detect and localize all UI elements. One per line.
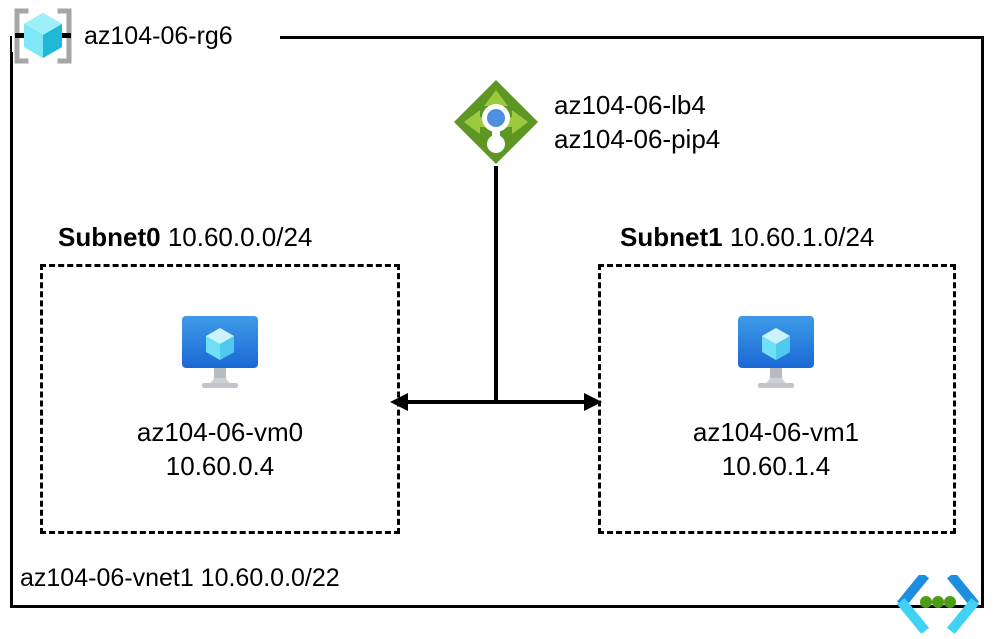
subnet1-title: Subnet1 10.60.1.0/24 [620, 224, 874, 250]
vm1-block: az104-06-vm1 10.60.1.4 [616, 312, 936, 484]
vm0-block: az104-06-vm0 10.60.0.4 [60, 312, 380, 484]
load-balancer-labels: az104-06-lb4 az104-06-pip4 [554, 88, 720, 157]
subnet0-name-label: Subnet0 [58, 222, 161, 252]
vm1-name-label: az104-06-vm1 [692, 417, 860, 447]
subnet1-cidr-label: 10.60.1.0/24 [729, 222, 875, 252]
load-balancer-group: az104-06-lb4 az104-06-pip4 [450, 76, 720, 168]
subnet1-box [598, 264, 956, 534]
subnet1-name-label: Subnet1 [620, 222, 723, 252]
load-balancer-name-label: az104-06-lb4 [554, 89, 706, 120]
vnet-boundary-box [10, 36, 984, 608]
resource-group-name-label: az104-06-rg6 [84, 21, 233, 50]
double-headed-arrow-icon [388, 382, 604, 422]
public-ip-name-label: az104-06-pip4 [554, 124, 721, 154]
vm1-text: az104-06-vm1 10.60.1.4 [616, 416, 936, 484]
vm0-ip-label: 10.60.0.4 [165, 450, 275, 481]
vnet-name-label: az104-06-vnet1 10.60.0.0/22 [20, 564, 340, 592]
subnet0-title: Subnet0 10.60.0.0/24 [58, 224, 312, 250]
subnet0-cidr-label: 10.60.0.0/24 [167, 222, 313, 252]
virtual-machine-icon [616, 312, 936, 392]
virtual-network-icon [892, 575, 984, 633]
vm1-ip-label: 10.60.1.4 [721, 450, 831, 481]
virtual-machine-icon [60, 312, 380, 392]
vm0-name-label: az104-06-vm0 [136, 417, 304, 447]
vm0-text: az104-06-vm0 10.60.0.4 [60, 416, 380, 484]
load-balancer-connector-line [494, 166, 498, 404]
load-balancer-icon [450, 76, 542, 168]
resource-group-header: az104-06-rg6 [12, 7, 233, 65]
resource-group-cube-icon [12, 7, 74, 65]
